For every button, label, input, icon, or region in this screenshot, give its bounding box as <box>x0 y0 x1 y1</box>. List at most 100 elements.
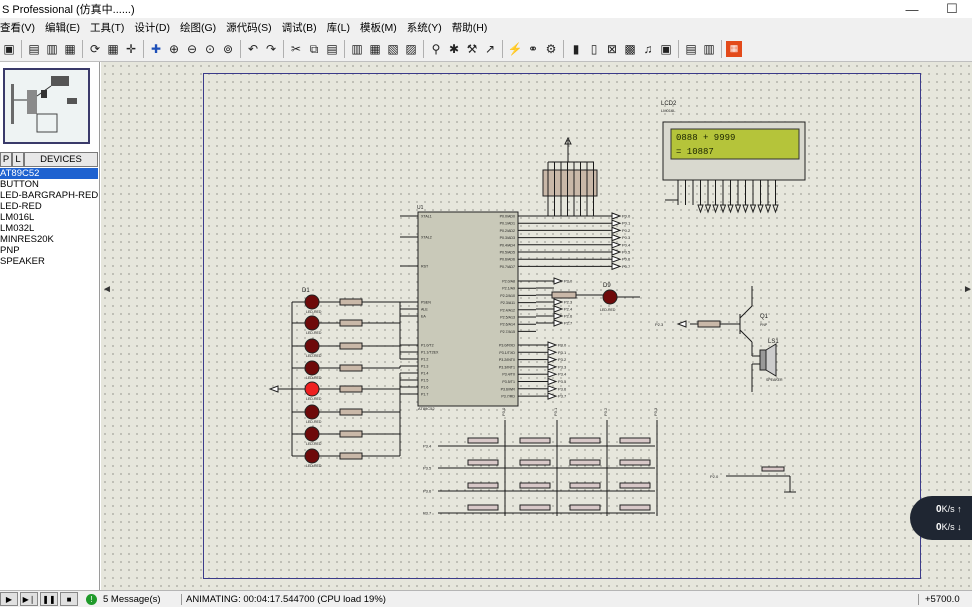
menu-library[interactable]: 库(L) <box>326 21 351 34</box>
resistor <box>339 385 363 393</box>
list-item[interactable]: BUTTON <box>0 179 39 190</box>
list-item[interactable]: AT89C52 <box>0 168 98 179</box>
library-tab[interactable]: L <box>12 152 24 167</box>
animating-status: ANIMATING: 00:04:17.544700 (CPU load 19%… <box>181 593 711 605</box>
mcu-pin-label: EA <box>421 315 426 319</box>
led-ref: D1 <box>302 288 310 294</box>
step-button[interactable]: ▶❘ <box>20 592 38 606</box>
make-device-icon[interactable]: ✱ <box>448 41 460 56</box>
pan-icon[interactable]: ✚ <box>150 41 162 56</box>
netlist-icon[interactable]: ▮ <box>572 41 580 56</box>
undo-icon[interactable]: ↶ <box>247 41 259 56</box>
lcd-model: LM016L <box>661 108 676 113</box>
mcu-pin-label: P2.4/A12 <box>500 308 515 312</box>
save-icon[interactable]: ▣ <box>3 41 15 56</box>
led <box>304 426 320 442</box>
area-icon[interactable]: ▦ <box>64 41 76 56</box>
list-item[interactable]: LM016L <box>0 212 35 223</box>
pick-devices-tab[interactable]: P <box>0 152 12 167</box>
list-item[interactable]: MINRES20K <box>0 234 54 245</box>
paste-icon[interactable]: ▤ <box>326 41 338 56</box>
block-delete-icon[interactable]: ▨ <box>405 41 417 56</box>
zoom-area-icon[interactable]: ⊚ <box>222 41 234 56</box>
title-bar: S Professional (仿真中......) — ☐ <box>0 0 972 18</box>
decompose-icon[interactable]: ⚒ <box>466 41 478 56</box>
scroll-right-icon[interactable]: ► <box>963 284 972 295</box>
list-item[interactable]: LM032L <box>0 223 35 234</box>
menu-view[interactable]: 查看(V) <box>0 21 35 34</box>
grid-icon[interactable]: ▦ <box>107 41 119 56</box>
led-part: LED-RED <box>306 354 322 358</box>
list-item[interactable]: SPEAKER <box>0 256 45 267</box>
pick-icon[interactable]: ⚲ <box>431 41 441 56</box>
zoom-in-icon[interactable]: ⊕ <box>168 41 180 56</box>
refresh-icon[interactable]: ⟳ <box>89 41 101 56</box>
electrical-check-icon[interactable]: ▤ <box>685 41 697 56</box>
maximize-button[interactable]: ☐ <box>946 1 958 16</box>
property-icon[interactable]: ⚙ <box>545 41 557 56</box>
led-part: LED-RED <box>306 331 322 335</box>
coordinate-readout: +5700.0 <box>918 593 960 605</box>
led <box>304 294 320 310</box>
origin-icon[interactable]: ✛ <box>125 41 137 56</box>
menu-edit[interactable]: 编辑(E) <box>45 21 80 34</box>
zoom-out-icon[interactable]: ⊖ <box>186 41 198 56</box>
net-label: P3.6 <box>423 489 432 494</box>
block-copy-icon[interactable]: ▥ <box>351 41 363 56</box>
lcd-line-1: 0888 + 9999 <box>676 133 735 143</box>
play-button[interactable]: ▶ <box>0 592 18 606</box>
menu-bar: 查看(V) 编辑(E) 工具(T) 设计(D) 绘图(G) 源代码(S) 调试(… <box>0 18 972 36</box>
keypad-button <box>619 504 651 511</box>
redo-icon[interactable]: ↷ <box>265 41 277 56</box>
message-ok-icon[interactable]: ! <box>86 593 97 605</box>
remove-sheet-icon[interactable]: ♫ <box>643 41 653 56</box>
mcu-ref: U1 <box>417 205 424 211</box>
menu-source[interactable]: 源代码(S) <box>226 21 272 34</box>
new-sheet-icon[interactable]: ▩ <box>624 41 636 56</box>
mcu-body <box>417 211 519 407</box>
mcu-pin-label: P3.0/RXD <box>499 344 515 348</box>
net-label: P3.7 <box>558 394 567 399</box>
keypad-button <box>619 437 651 444</box>
menu-design[interactable]: 设计(D) <box>134 21 170 34</box>
menu-help[interactable]: 帮助(H) <box>451 21 488 34</box>
block-move-icon[interactable]: ▦ <box>369 41 381 56</box>
bom-icon[interactable]: ▯ <box>590 41 598 56</box>
minimize-button[interactable]: — <box>905 1 919 17</box>
menu-system[interactable]: 系统(Y) <box>406 21 442 34</box>
status-bar: ▶ ▶❘ ❚❚ ■ ! 5 Message(s) ANIMATING: 00:0… <box>0 590 972 607</box>
mcu-pin-label: XTAL1 <box>421 215 432 219</box>
message-count[interactable]: 5 Message(s) <box>103 593 161 605</box>
block-rotate-icon[interactable]: ▧ <box>387 41 399 56</box>
list-item[interactable]: LED-BARGRAPH-RED <box>0 190 99 201</box>
pause-button[interactable]: ❚❚ <box>40 592 58 606</box>
scroll-left-icon[interactable]: ◄ <box>102 284 112 295</box>
stop-button[interactable]: ■ <box>60 592 78 606</box>
design-explorer-icon[interactable]: ⊠ <box>606 41 618 56</box>
wire-autoroute-icon[interactable]: ⚡ <box>507 41 523 56</box>
zoom-all-icon[interactable]: ⊙ <box>204 41 216 56</box>
menu-debug[interactable]: 调试(B) <box>281 21 317 34</box>
list-item[interactable]: LED-RED <box>0 201 42 212</box>
menu-graph[interactable]: 绘图(G) <box>180 21 217 34</box>
package-icon[interactable]: ↗ <box>484 41 496 56</box>
overview-window[interactable] <box>3 68 90 144</box>
search-icon[interactable]: ⚭ <box>527 41 539 56</box>
ares-icon[interactable]: ▦ <box>726 40 742 57</box>
menu-template[interactable]: 模板(M) <box>360 21 397 34</box>
mcu-pin-label: XTAL2 <box>421 236 432 240</box>
menu-tools[interactable]: 工具(T) <box>90 21 125 34</box>
netlist-ares-icon[interactable]: ▥ <box>703 41 715 56</box>
speaker-part: SPEAKER <box>766 378 783 382</box>
resistor <box>551 291 577 299</box>
mcu-pin-label: P0.3/AD3 <box>500 236 515 240</box>
net-label: P0.5 <box>622 250 631 255</box>
exit-to-parent-icon[interactable]: ▣ <box>660 41 672 56</box>
copy-icon[interactable]: ⧉ <box>309 41 319 56</box>
open-icon[interactable]: ▤ <box>28 41 40 56</box>
speaker-body <box>759 349 767 371</box>
cut-icon[interactable]: ✂ <box>290 41 302 56</box>
list-item[interactable]: PNP <box>0 245 20 256</box>
print-icon[interactable]: ▥ <box>46 41 58 56</box>
